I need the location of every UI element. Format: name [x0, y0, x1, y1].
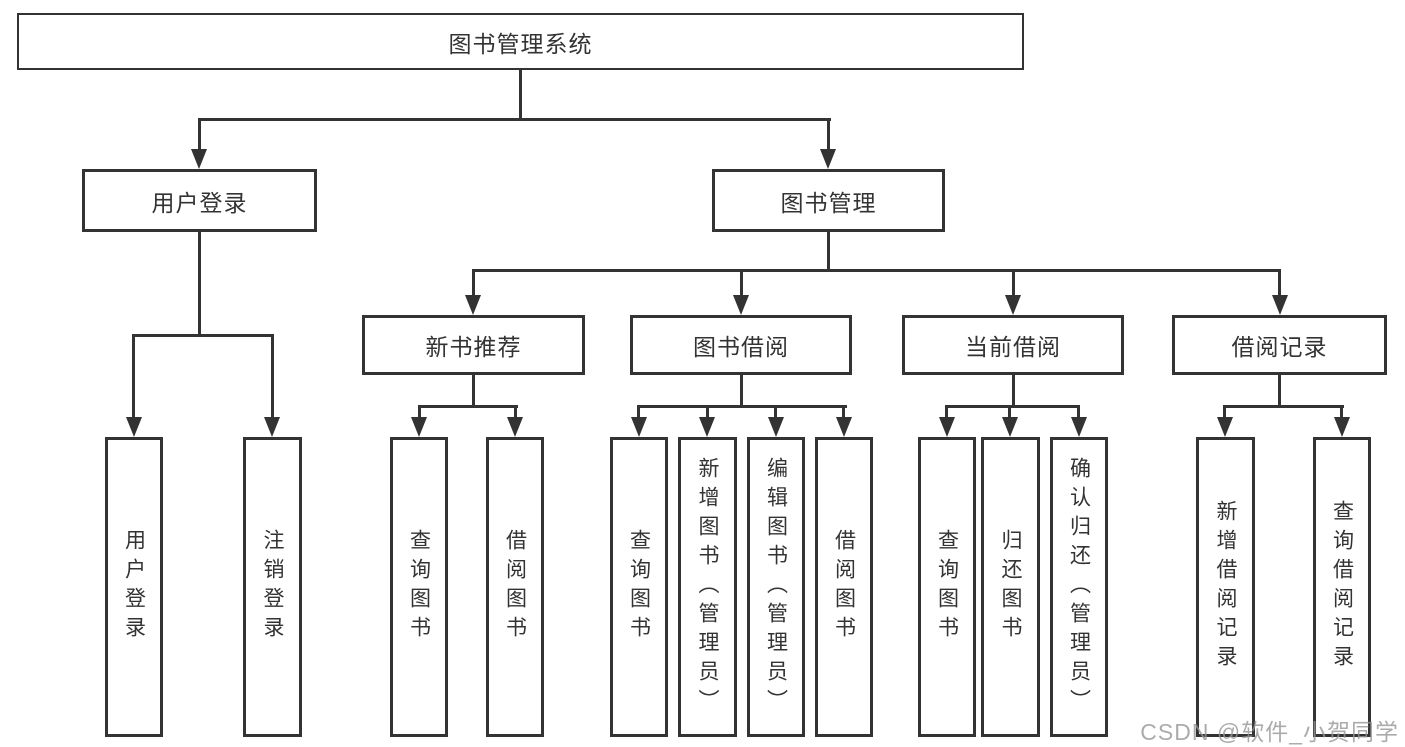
connector-line — [132, 334, 135, 420]
leaf-cb-return-books: 归还图书 — [981, 437, 1040, 737]
arrow-down-icon — [836, 417, 852, 437]
leaf-label: 确认归还（管理员） — [1067, 456, 1091, 718]
node-label: 图书管理 — [780, 189, 877, 216]
node-library-management-system: 图书管理系统 — [17, 13, 1024, 70]
arrow-down-icon — [699, 417, 715, 437]
leaf-nbr-query-books: 查询图书 — [390, 437, 448, 737]
leaf-label: 注销登录 — [261, 529, 284, 645]
connector-line — [945, 405, 948, 421]
leaf-label: 查询图书 — [935, 529, 959, 645]
leaf-bb-add-books-admin: 新增图书（管理员） — [678, 437, 737, 737]
leaf-label: 查询图书 — [627, 529, 651, 645]
node-user-login: 用户登录 — [82, 169, 317, 232]
arrow-down-icon — [1002, 417, 1018, 437]
connector-line — [1012, 375, 1015, 408]
connector-line — [519, 70, 522, 120]
leaf-bb-edit-books-admin: 编辑图书（管理员） — [747, 437, 805, 737]
connector-line — [514, 405, 517, 421]
connector-line — [706, 405, 709, 421]
arrow-down-icon — [1217, 417, 1233, 437]
node-book-management: 图书管理 — [712, 169, 945, 232]
connector-line — [842, 405, 845, 421]
connector-line — [827, 232, 830, 272]
arrow-down-icon — [507, 417, 523, 437]
connector-line — [1224, 405, 1344, 408]
leaf-label: 用户登录 — [122, 529, 146, 645]
connector-line — [472, 375, 475, 408]
connector-line — [740, 375, 743, 408]
connector-line — [1008, 405, 1011, 421]
connector-line — [198, 118, 831, 121]
connector-line — [472, 269, 475, 298]
connector-line — [198, 232, 201, 337]
leaf-label: 归还图书 — [999, 529, 1022, 645]
arrow-down-icon — [1071, 417, 1087, 437]
node-book-borrowing: 图书借阅 — [630, 315, 852, 375]
node-new-book-recommendation: 新书推荐 — [362, 315, 585, 375]
arrow-down-icon — [411, 417, 427, 437]
connector-line — [638, 405, 847, 408]
connector-line — [198, 118, 201, 152]
connector-line — [1278, 269, 1281, 298]
arrow-down-icon — [631, 417, 647, 437]
connector-line — [472, 269, 1281, 272]
connector-line — [1340, 405, 1343, 421]
leaf-user-login: 用户登录 — [105, 437, 163, 737]
node-borrowing-records: 借阅记录 — [1172, 315, 1387, 375]
leaf-bb-query-books: 查询图书 — [610, 437, 668, 737]
csdn-watermark: CSDN @软件_小贺同学 — [1140, 719, 1399, 745]
arrow-down-icon — [1272, 295, 1288, 315]
node-label: 当前借阅 — [965, 334, 1061, 360]
arrow-down-icon — [264, 417, 280, 437]
leaf-logout: 注销登录 — [243, 437, 302, 737]
arrow-down-icon — [768, 417, 784, 437]
arrow-down-icon — [1005, 295, 1021, 315]
leaf-cb-confirm-return-admin: 确认归还（管理员） — [1050, 437, 1108, 737]
arrow-down-icon — [465, 295, 481, 315]
connector-line — [1077, 405, 1080, 421]
leaf-bb-borrow-books: 借阅图书 — [815, 437, 873, 737]
connector-line — [827, 118, 830, 152]
leaf-cb-query-books: 查询图书 — [918, 437, 976, 737]
leaf-label: 新增图书（管理员） — [696, 456, 719, 718]
leaf-br-query-borrow-record: 查询借阅记录 — [1313, 437, 1371, 737]
leaf-label: 新增借阅记录 — [1214, 500, 1237, 674]
arrow-down-icon — [939, 417, 955, 437]
connector-line — [1012, 269, 1015, 298]
node-current-borrowing: 当前借阅 — [902, 315, 1124, 375]
arrow-down-icon — [1334, 417, 1350, 437]
connector-line — [946, 405, 1080, 408]
leaf-label: 借阅图书 — [832, 529, 856, 645]
node-label: 用户登录 — [151, 189, 248, 216]
node-label: 借阅记录 — [1231, 334, 1328, 360]
leaf-label: 查询图书 — [407, 529, 431, 645]
connector-line — [1278, 375, 1281, 408]
arrow-down-icon — [820, 149, 836, 169]
leaf-label: 借阅图书 — [503, 529, 527, 645]
node-label: 图书借阅 — [693, 334, 789, 360]
arrow-down-icon — [191, 149, 207, 169]
connector-line — [774, 405, 777, 421]
connector-line — [271, 334, 274, 420]
leaf-br-add-borrow-record: 新增借阅记录 — [1196, 437, 1255, 737]
connector-line — [637, 405, 640, 421]
connector-line — [418, 405, 421, 421]
node-label: 新书推荐 — [425, 334, 522, 360]
connector-line — [1223, 405, 1226, 421]
arrow-down-icon — [126, 417, 142, 437]
connector-line — [740, 269, 743, 298]
node-label: 图书管理系统 — [448, 30, 593, 57]
leaf-nbr-borrow-books: 借阅图书 — [486, 437, 544, 737]
connector-line — [418, 405, 518, 408]
connector-line — [133, 334, 274, 337]
leaf-label: 编辑图书（管理员） — [764, 456, 788, 718]
leaf-label: 查询借阅记录 — [1330, 500, 1354, 674]
arrow-down-icon — [733, 295, 749, 315]
